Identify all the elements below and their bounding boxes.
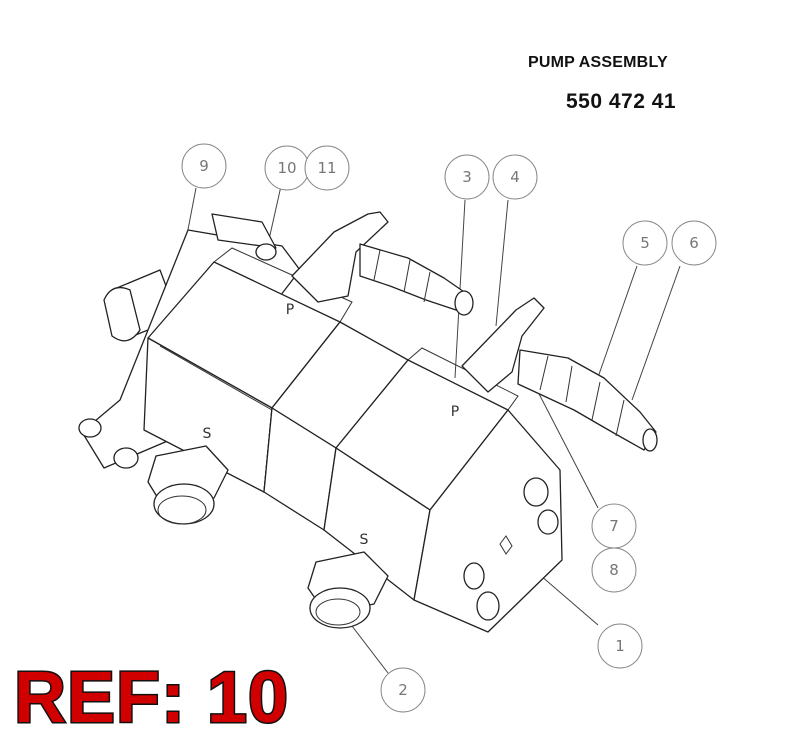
callout-2: 2 [380, 667, 426, 713]
svg-text:3: 3 [462, 168, 472, 186]
suction-port-rear [307, 551, 389, 629]
callout-10: 10 [264, 145, 310, 191]
callout-1: 1 [597, 623, 643, 669]
svg-text:2: 2 [398, 681, 408, 699]
suction-label-front: S [203, 426, 212, 442]
svg-text:11: 11 [317, 159, 336, 177]
svg-text:6: 6 [689, 234, 699, 252]
callout-8: 8 [591, 547, 637, 593]
callout-6: 6 [671, 220, 717, 266]
upper-pressure-fitting [291, 211, 474, 316]
pump-section-rear [323, 347, 563, 633]
callout-5: 5 [622, 220, 668, 266]
svg-text:4: 4 [510, 168, 520, 186]
callout-4: 4 [492, 154, 538, 200]
reference-number: REF: 10 [12, 658, 290, 738]
pressure-label-front: P [286, 302, 294, 318]
pressure-label-rear: P [451, 404, 459, 420]
callout-11: 11 [304, 145, 350, 191]
callout-7: 7 [591, 503, 637, 549]
svg-text:8: 8 [609, 561, 619, 579]
suction-port-front [147, 445, 229, 525]
part-number: 550 472 41 [566, 90, 677, 113]
svg-text:7: 7 [609, 517, 619, 535]
svg-text:10: 10 [277, 159, 296, 177]
svg-text:9: 9 [199, 157, 209, 175]
diagram-title: PUMP ASSEMBLY [528, 54, 668, 71]
suction-label-rear: S [360, 532, 369, 548]
svg-text:5: 5 [640, 234, 650, 252]
callout-9: 9 [181, 143, 227, 189]
svg-text:1: 1 [615, 637, 625, 655]
callout-3: 3 [444, 154, 490, 200]
right-pressure-fitting [461, 297, 658, 452]
